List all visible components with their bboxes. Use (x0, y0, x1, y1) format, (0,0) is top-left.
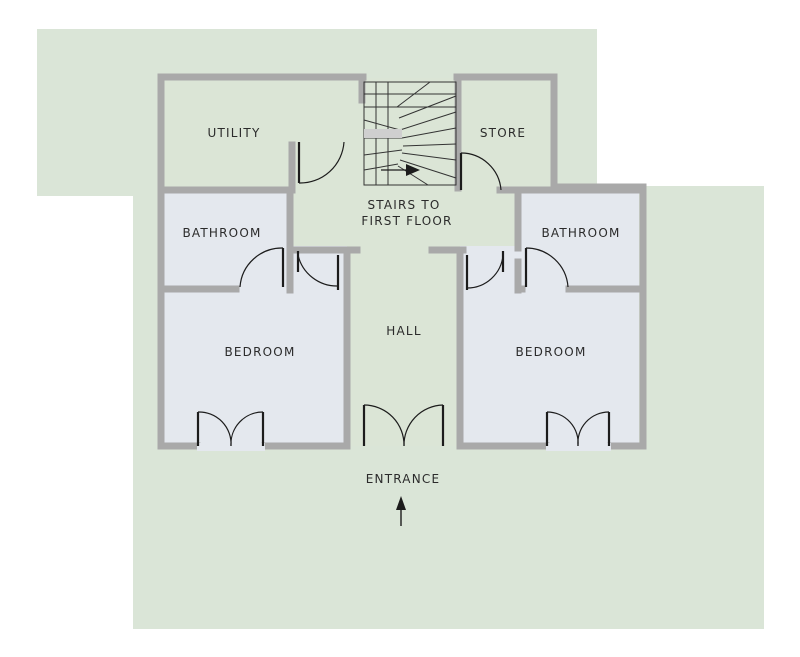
store-door (459, 152, 502, 191)
room-labels: UTILITY STORE STAIRS TO FIRST FLOOR BATH… (182, 126, 620, 486)
utility-room (164, 78, 364, 190)
bathroom-right-room (518, 190, 639, 289)
utility-door (297, 141, 345, 184)
staircase (363, 81, 457, 186)
bathroom-left-room (164, 190, 290, 289)
landing-room (290, 188, 518, 250)
label-stairs-line1: STAIRS TO (367, 198, 440, 212)
outer-wall-top-left (157, 73, 367, 450)
left-bedroom-door (296, 251, 340, 290)
label-entrance: ENTRANCE (366, 472, 441, 486)
walls (157, 73, 647, 450)
label-bedroom-right: BEDROOM (515, 345, 586, 359)
hall-room (347, 248, 457, 446)
right-bathroom-door (524, 247, 569, 288)
right-bedroom-door (465, 251, 505, 290)
entrance-arrow-icon (396, 496, 406, 526)
bedroom-left-room (164, 287, 347, 446)
label-bathroom-left: BATHROOM (182, 226, 261, 240)
left-bathroom-door (239, 247, 285, 288)
label-store: STORE (480, 126, 526, 140)
hall-door-gap-right (460, 246, 518, 290)
label-bedroom-left: BEDROOM (224, 345, 295, 359)
stair-arrow-icon (406, 164, 420, 176)
store-room (456, 78, 554, 190)
label-bathroom-right: BATHROOM (541, 226, 620, 240)
label-hall: HALL (386, 324, 421, 338)
label-stairs-line2: FIRST FLOOR (361, 214, 452, 228)
entrance-doors (362, 404, 445, 447)
label-utility: UTILITY (208, 126, 261, 140)
right-bedroom-window-doors (545, 411, 611, 451)
doors (196, 141, 611, 451)
left-bedroom-window-doors (196, 411, 265, 451)
